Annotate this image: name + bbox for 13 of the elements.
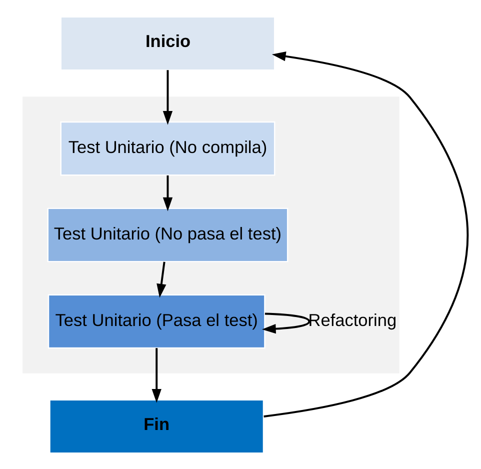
cluster [22, 96, 400, 373]
arrow [262, 312, 310, 334]
node-box: Test Unitario (No pasa el test) [47, 207, 288, 262]
arrow [264, 51, 469, 417]
arrow [162, 174, 173, 211]
node-box: Fin [49, 398, 264, 454]
arrow [162, 70, 173, 124]
node-box: Inicio [60, 16, 276, 70]
arrow [156, 261, 166, 298]
arrow [152, 348, 162, 402]
node-box: Test Unitario (Pasa el test) [48, 294, 266, 348]
node-box: Test Unitario (No compila) [60, 120, 276, 176]
edge-label: Refactoring [308, 310, 397, 330]
